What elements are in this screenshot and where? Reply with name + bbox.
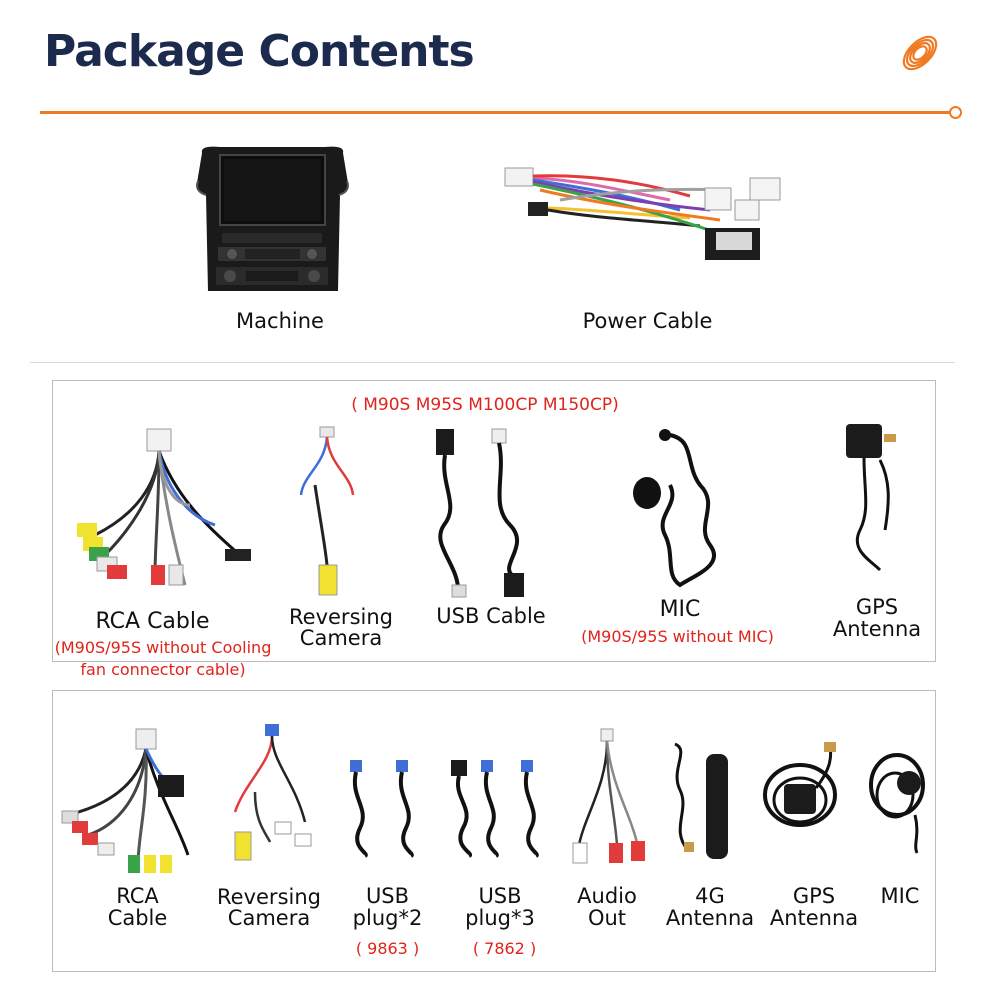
usb-cable-image (436, 428, 524, 598)
section-separator (30, 362, 955, 363)
section-2-box (52, 690, 936, 972)
gps-antenna-label: GPS Antenna (832, 595, 922, 642)
header-divider (40, 111, 952, 114)
gps-antenna-2-label: GPS Antenna (769, 884, 859, 931)
machine-image (196, 146, 349, 291)
gps-antenna-image (846, 424, 896, 572)
section-1-models-note: ( M90S M95S M100CP M150CP) (351, 395, 619, 415)
mic-label: MIC (659, 597, 701, 622)
rca-cable-label: RCA Cable (95, 609, 210, 634)
usb-cable-label: USB Cable (436, 604, 546, 628)
brand-logo-icon (902, 35, 938, 71)
4g-antenna-label: 4G Antenna (665, 884, 755, 931)
mic-image (633, 429, 716, 588)
4g-antenna-image (674, 742, 728, 859)
reversing-camera-image (299, 426, 355, 596)
reversing-camera-2-image (233, 724, 312, 861)
divider-end-dot (949, 106, 962, 119)
reversing-camera-2-label: Reversing Camera (217, 885, 321, 930)
usb-plug-2-image (350, 760, 414, 858)
usb-plug-3-label: USB plug*3 (465, 884, 535, 931)
page-title: Package Contents (44, 26, 475, 77)
usb-plug-2-label: USB plug*2 (352, 884, 423, 931)
rca-cable-2-label: RCA Cable (107, 884, 168, 931)
rca-cable-image (77, 428, 251, 586)
section-1-box (52, 380, 936, 662)
power-cable-image (504, 167, 781, 260)
mic-note: (M90S/95S without MIC) (581, 627, 774, 646)
gps-antenna-2-image (763, 742, 837, 827)
mic-2-image (869, 753, 925, 854)
usb-plug-3-image (451, 760, 539, 858)
reversing-camera-label: Reversing Camera (289, 605, 393, 650)
mic-2-label: MIC (880, 884, 920, 908)
power-cable-label: Power Cable (582, 309, 713, 333)
machine-label: Machine (236, 309, 324, 333)
audio-out-label: Audio Out (577, 884, 637, 931)
usb-plug-3-note: ( 7862 ) (472, 939, 537, 958)
rca-cable-2-image (61, 728, 190, 873)
rca-cable-note: (M90S/95S without Cooling fan connector … (54, 638, 272, 679)
audio-out-image (572, 728, 645, 864)
usb-plug-2-note: ( 9863 ) (355, 939, 420, 958)
